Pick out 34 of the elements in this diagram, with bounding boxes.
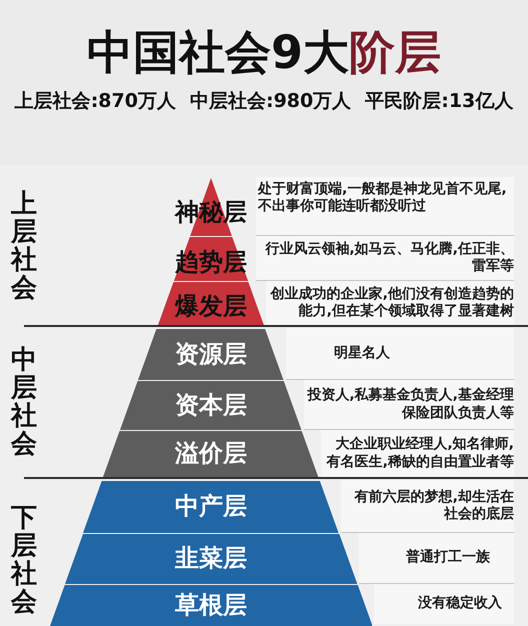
pyramid-layer <box>83 481 339 533</box>
tier-band <box>0 327 528 479</box>
pyramid-layer <box>158 282 264 325</box>
layer-description: 处于财富顶端,一般都是神龙见首不见尾,不出事你可能连听都没听过 <box>256 177 514 236</box>
layer-label: 资源层 <box>174 340 247 368</box>
tier-label: 下层社会 <box>11 504 38 616</box>
layer-label: 溢价层 <box>174 440 247 468</box>
stat-label: 中层社会:980万人 <box>190 90 352 114</box>
layer-description: 有前六层的梦想,却生活在社会的底层 <box>340 480 514 533</box>
layer-description: 普通打工一族 <box>359 533 514 584</box>
pyramid-layer <box>120 381 302 430</box>
layer-label: 神秘层 <box>175 199 247 227</box>
layer-description: 大企业职业经理人,知名律师,有名医生,稀缺的自由置业者等 <box>320 430 514 477</box>
tier-label: 上层社会 <box>11 190 38 302</box>
tier-label: 中层社会 <box>11 346 38 458</box>
layer-label: 资本层 <box>174 392 247 420</box>
tier-band <box>0 165 528 327</box>
title: 中国社会9大阶层 <box>87 26 441 79</box>
stat-label: 上层社会:870万人 <box>14 90 176 114</box>
stat-label: 平民阶层:13亿人 <box>365 90 514 114</box>
layer-description: 明星名人 <box>286 328 514 380</box>
layer-description: 行业风云领袖,如马云、马化腾,任正非、雷军等 <box>256 236 514 281</box>
pyramid-layer <box>64 534 358 584</box>
pyramid-layer <box>50 585 372 626</box>
pyramid-layer <box>103 431 319 477</box>
layer-description: 没有稳定收入 <box>374 584 514 624</box>
layer-description: 投资人,私募基金负责人,基金经理保险团队负责人等 <box>304 380 514 430</box>
pyramid-layer <box>138 329 284 380</box>
tier-band <box>0 479 528 626</box>
layer-description: 创业成功的企业家,他们没有创造趋势的能力,但在某个领域取得了显著建树 <box>266 281 514 325</box>
layer-label: 韭菜层 <box>174 545 247 573</box>
layer-label: 草根层 <box>174 592 247 620</box>
layer-label: 中产层 <box>174 493 247 521</box>
layer-label: 爆发层 <box>174 292 247 320</box>
